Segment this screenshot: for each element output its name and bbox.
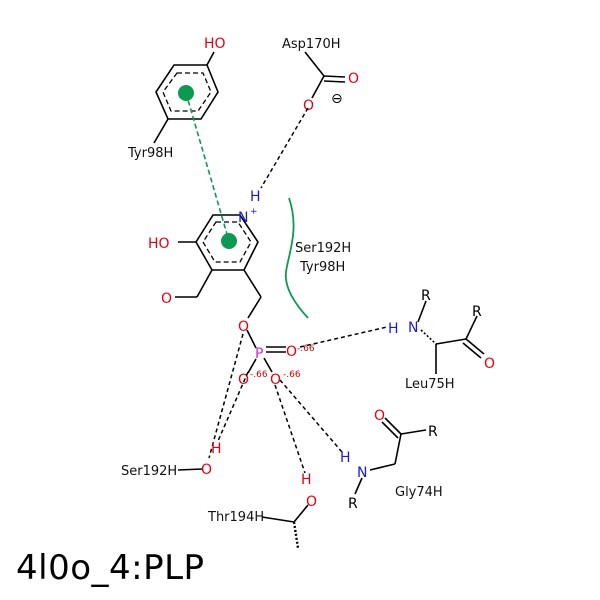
tyr98-oh-bond — [206, 51, 215, 66]
plp-c5p-bond — [247, 296, 262, 319]
plp-c4-bond — [196, 269, 213, 298]
thr194-side-chain — [261, 504, 309, 549]
gly74-residue-label: Gly74H — [395, 485, 443, 500]
leu75-r-label-2: R — [472, 304, 482, 320]
leu75-ca-c-bond — [435, 338, 467, 345]
pi-stacking-line — [185, 92, 230, 242]
leu75-hydrogen: H — [388, 321, 399, 337]
gly74-r-label-1: R — [428, 424, 438, 440]
hbond-op4-ser192 — [208, 333, 244, 459]
tyr98-ring — [153, 51, 219, 144]
gly74-n-ca-bond — [369, 463, 396, 471]
plp-aldehyde-o-label: O — [161, 291, 172, 307]
gly74-r-label-2: R — [348, 496, 358, 512]
leu75-backbone — [417, 300, 485, 374]
plp-c5-bond — [243, 269, 262, 298]
tyr98-ring-aromatic — [162, 72, 212, 112]
ser192-side-chain — [177, 468, 203, 471]
plp-po-bond-2 — [247, 358, 257, 374]
ser192-oxygen: O — [201, 462, 212, 478]
plp-o3-hydroxyl-label: HO — [148, 236, 170, 252]
leu75-n-ca-bond — [420, 329, 437, 345]
tyr98-cb-bond — [153, 118, 169, 144]
asp170-carboxylate — [304, 51, 346, 99]
plp-ring-aromatic — [202, 221, 252, 263]
hydrophobic-arc-icon — [284, 197, 309, 319]
plp-op2-label: O — [238, 372, 249, 388]
hbond-n1-asp170 — [260, 107, 309, 189]
hydrophobic-residue-1: Ser192H — [295, 241, 351, 256]
leu75-residue-label: Leu75H — [405, 377, 455, 392]
asp170-cb-bond — [304, 51, 325, 77]
tyr98-hydroxyl-label: HO — [204, 36, 226, 52]
gly74-backbone — [354, 417, 427, 495]
plp-pyridine-ring — [175, 214, 286, 374]
gly74-co-double-b — [381, 421, 399, 439]
hydrogen-bonds — [208, 107, 388, 474]
leu75-c-r-bond — [465, 315, 478, 340]
thr194-hydrogen: H — [301, 472, 312, 488]
leu75-carbonyl-o: O — [484, 356, 495, 372]
leu75-co-double-b — [462, 342, 482, 359]
asp170-o1-label: O — [348, 71, 359, 87]
thr194-oxygen: O — [306, 494, 317, 510]
thr194-residue-label: Thr194H — [207, 510, 264, 525]
leu75-co-double-a — [465, 338, 485, 355]
hydrophobic-residue-2: Tyr98H — [299, 260, 345, 275]
diagram-title: 4l0o_4:PLP — [16, 548, 205, 588]
gly74-c-r-bond — [400, 429, 427, 435]
plp-op4-label: O — [238, 319, 249, 335]
plp-op1-charge: -.66 — [297, 344, 315, 354]
plp-op2-charge: -.66 — [250, 370, 268, 380]
plp-phosphorus-label: P — [255, 346, 263, 362]
gly74-n-r-bond — [354, 477, 363, 495]
gly74-carbonyl-o: O — [374, 408, 385, 424]
gly74-nitrogen: N — [357, 465, 367, 481]
plp-n1-label: N — [238, 210, 248, 226]
asp170-co-double-a — [323, 75, 346, 78]
asp170-co-double-b — [323, 80, 346, 83]
asp170-co-single — [311, 75, 325, 99]
plp-n1-charge: + — [250, 207, 258, 217]
hbond-op3-gly74 — [279, 379, 343, 453]
thr194-ca-bond — [261, 516, 295, 523]
asp170-residue-label: Asp170H — [282, 37, 341, 52]
ser192-residue-label: Ser192H — [121, 464, 177, 479]
gly74-hydrogen: H — [340, 450, 351, 466]
gly74-ca-c-bond — [394, 433, 402, 465]
plp-op1-label: O — [286, 344, 297, 360]
hbond-op3-thr194 — [274, 384, 306, 474]
plp-op3-charge: -.66 — [283, 370, 301, 380]
asp170-o2-label: O — [303, 98, 314, 114]
thr194-cb-o-bond — [293, 504, 309, 523]
tyr98-residue-label: Tyr98H — [127, 146, 173, 161]
plp-n1-hydrogen: H — [250, 189, 261, 205]
asp170-negative-charge: ⊖ — [331, 91, 343, 107]
plp-po-bond-3 — [263, 357, 273, 373]
pi-stacking-centroid-icon — [178, 85, 194, 101]
leu75-n-r-bond — [417, 300, 427, 323]
hbond-op1-leu75 — [299, 326, 388, 348]
thr194-methyl-hashed-bond — [292, 521, 300, 549]
ser192-hydrogen: H — [211, 441, 222, 457]
ser192-cb-bond — [177, 468, 203, 471]
leu75-r-label-1: R — [421, 288, 431, 304]
pi-stacking-centroid-icon — [221, 233, 237, 249]
plp-op3-label: O — [270, 372, 281, 388]
leu75-nitrogen: N — [408, 320, 418, 336]
hbond-op2-ser192 — [217, 371, 249, 442]
plp-op4-p-bond — [246, 329, 257, 349]
gly74-co-double-a — [384, 417, 402, 435]
